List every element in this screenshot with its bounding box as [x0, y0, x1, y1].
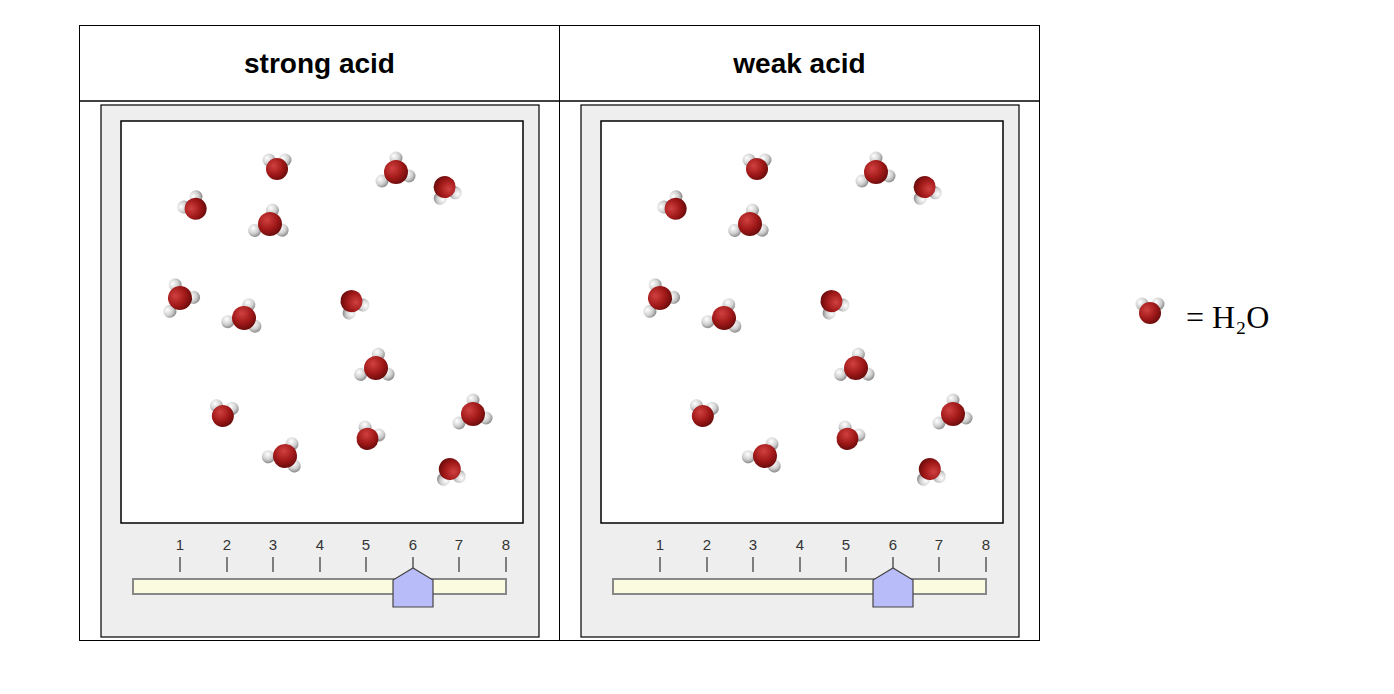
scale-number: 3: [741, 536, 765, 554]
scale-number: 7: [927, 536, 951, 554]
hydronium-ion: [699, 292, 749, 340]
molecule-view: [121, 121, 523, 523]
tick-mark: [226, 557, 227, 572]
scale-number: 7: [447, 536, 471, 554]
hydronium-ion: [247, 200, 293, 242]
scale-number: 6: [401, 536, 425, 554]
water-molecule: [1136, 298, 1165, 325]
tick-mark: [319, 557, 320, 572]
tick-mark: [365, 557, 366, 572]
tick-mark: [505, 557, 506, 572]
hydronium-ion: [727, 200, 773, 242]
tick-mark: [938, 557, 939, 572]
slider-track: [133, 579, 506, 594]
slider-handle: [393, 568, 433, 607]
tick-mark: [985, 557, 986, 572]
water-molecule: [427, 172, 463, 207]
hydronium-ion: [856, 152, 896, 188]
scale-number: 3: [261, 536, 285, 554]
scale-number: 4: [788, 536, 812, 554]
slider-handle: [873, 568, 913, 607]
hydronium-ion: [833, 344, 879, 386]
molecule-view: [601, 121, 1003, 523]
scale-number: 1: [168, 536, 192, 554]
hydronium-ion: [634, 272, 684, 320]
tick-mark: [845, 557, 846, 572]
legend-text: = H₂O: [1186, 299, 1269, 335]
hydronium-ion: [353, 344, 399, 386]
water-molecule: [907, 172, 943, 207]
water-molecule: [743, 154, 772, 181]
hydronium-ion: [739, 428, 792, 479]
hydronium-ion: [154, 272, 204, 320]
scale-number: 8: [974, 536, 998, 554]
scale-number: 5: [834, 536, 858, 554]
water-molecule: [263, 154, 292, 181]
water-molecule: [813, 284, 851, 321]
water-molecule: [434, 456, 467, 487]
scale-number: 1: [648, 536, 672, 554]
water-molecule: [655, 188, 694, 227]
tick-mark: [458, 557, 459, 572]
tick-mark: [706, 557, 707, 572]
slider-track: [613, 579, 986, 594]
water-molecule: [914, 456, 947, 487]
column-heading: weak acid: [560, 26, 1039, 102]
hydronium-ion: [453, 394, 493, 430]
tick-mark: [272, 557, 273, 572]
water-molecule: [349, 418, 387, 455]
hydronium-ion: [376, 152, 416, 188]
water-molecule: [207, 398, 240, 429]
scale-number: 2: [215, 536, 239, 554]
panel-frame: [101, 105, 539, 637]
tick-mark: [179, 557, 180, 572]
scale-number: 6: [881, 536, 905, 554]
scale-number: 2: [695, 536, 719, 554]
panel-frame: [581, 105, 1019, 637]
tick-mark: [659, 557, 660, 572]
scale-number: 8: [494, 536, 518, 554]
hydronium-ion: [259, 428, 312, 479]
water-molecule: [175, 188, 214, 227]
hydronium-ion: [219, 292, 269, 340]
water-molecule: [687, 398, 720, 429]
water-molecule: [829, 418, 867, 455]
scale-number: 4: [308, 536, 332, 554]
tick-mark: [799, 557, 800, 572]
scale-number: 5: [354, 536, 378, 554]
tick-mark: [752, 557, 753, 572]
column-heading: strong acid: [80, 26, 559, 102]
hydronium-ion: [933, 394, 973, 430]
water-molecule: [333, 284, 371, 321]
